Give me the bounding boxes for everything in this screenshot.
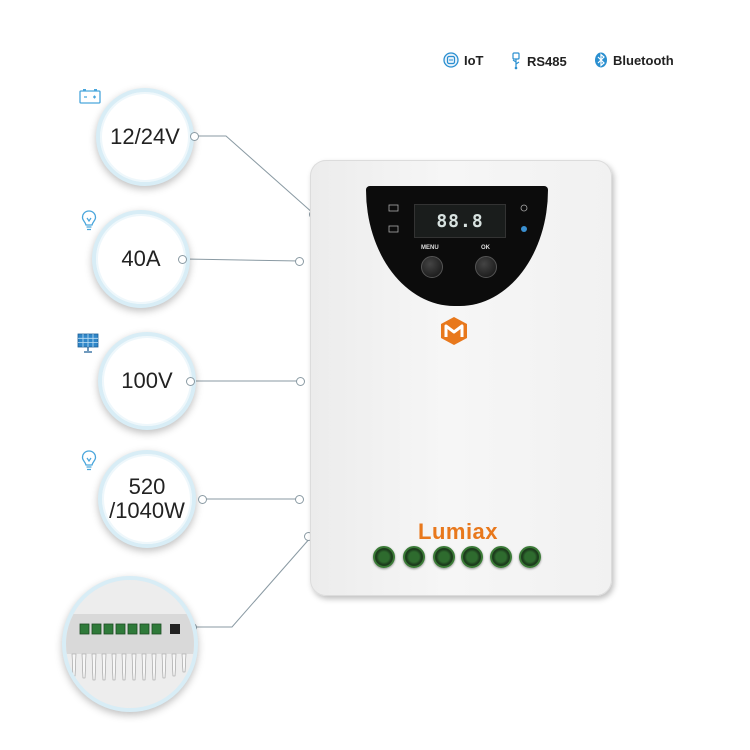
connector-dot (295, 257, 304, 266)
spec-power-value-2: /1040W (109, 498, 185, 523)
terminal-closeup (62, 576, 198, 712)
menu-button[interactable] (421, 256, 443, 278)
bulb-icon (81, 210, 97, 231)
iot-icon (443, 52, 459, 68)
spec-power-value: 520 (128, 474, 166, 499)
usb-icon (512, 52, 520, 70)
ok-button-label: OK (481, 245, 490, 251)
solar-panel-icon (77, 333, 99, 353)
terminal-screw (373, 546, 395, 568)
feature-iot: IoT (443, 52, 484, 68)
lcd-display: 88.8 (414, 204, 506, 238)
connector-dot (186, 377, 195, 386)
connector-dot (190, 132, 199, 141)
terminal-screw (519, 546, 541, 568)
spec-pv-voltage: 100V (98, 332, 196, 430)
panel-load-icons (520, 204, 528, 232)
ok-button[interactable] (475, 256, 497, 278)
terminal-screw (433, 546, 455, 568)
spec-current-value: 40A (121, 246, 161, 271)
panel-status-icons (388, 204, 399, 233)
spec-voltage-value: 12/24V (110, 124, 180, 149)
terminal-block-icon (66, 580, 194, 708)
lcd-digits: 88.8 (436, 210, 484, 232)
connector-dot (295, 495, 304, 504)
bluetooth-icon (595, 52, 607, 68)
spec-pv-voltage-value: 100V (121, 368, 173, 393)
feature-rs485: RS485 (510, 52, 567, 70)
battery-icon (79, 89, 101, 104)
connector-dot (178, 255, 187, 264)
feature-rs485-label: RS485 (527, 53, 567, 69)
connector-dot (198, 495, 207, 504)
terminal-screw (403, 546, 425, 568)
terminal-screw (490, 546, 512, 568)
lumiax-m-logo-icon (441, 317, 467, 345)
spec-voltage: 12/24V (96, 88, 194, 186)
terminal-screw (461, 546, 483, 568)
feature-bluetooth: Bluetooth (594, 52, 674, 68)
bulb-icon (81, 450, 97, 471)
feature-bluetooth-label: Bluetooth (613, 52, 674, 68)
spec-current: 40A (92, 210, 190, 308)
feature-iot-label: IoT (464, 52, 484, 68)
brand-name: Lumiax (418, 519, 499, 544)
connector-dot (296, 377, 305, 386)
menu-button-label: MENU (421, 245, 439, 251)
spec-power: 520 /1040W (98, 450, 196, 548)
